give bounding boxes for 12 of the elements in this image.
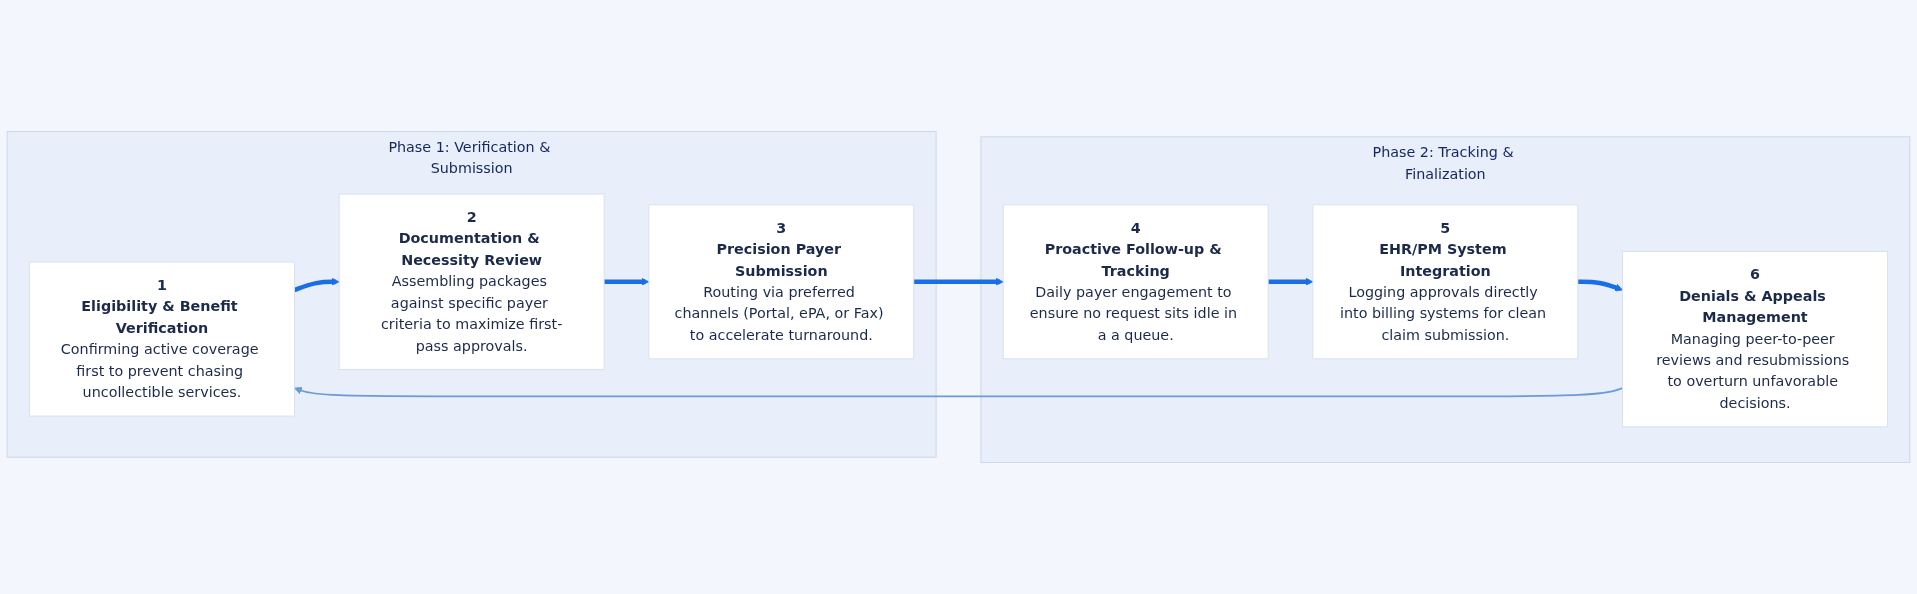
arrow — [604, 277, 650, 286]
node-box: 1 Eligibility & Benefit Verification Confirming active coverage first to prevent chasing uncollectible services. — [29, 261, 295, 417]
node-box: 5 EHR/PM System Integration Logging approvals directly into billing systems for clean claim submission. — [1312, 204, 1579, 360]
arrow — [913, 277, 1004, 286]
node-box: 3 Precision Payer Submission Routing via preferred channels (Portal, ePA, or Fax) to accelerate turnaround. — [648, 204, 915, 360]
arrow — [1577, 279, 1623, 292]
arrow — [294, 386, 1624, 398]
node-box: 6 Denials & Appeals Management Managing peer-to-peer reviews and resubmissions to overturn unfavorable decisions. — [1622, 250, 1888, 428]
arrow — [1268, 277, 1314, 286]
node-box: 2 Documentation & Necessity Review Assembling packages against specific payer criteria to maximize first-pass approvals. — [338, 193, 605, 370]
arrow — [293, 277, 340, 293]
node-box: 4 Proactive Follow-up & Tracking Daily payer engagement to ensure no request sits idle in a a queue. — [1002, 204, 1269, 360]
